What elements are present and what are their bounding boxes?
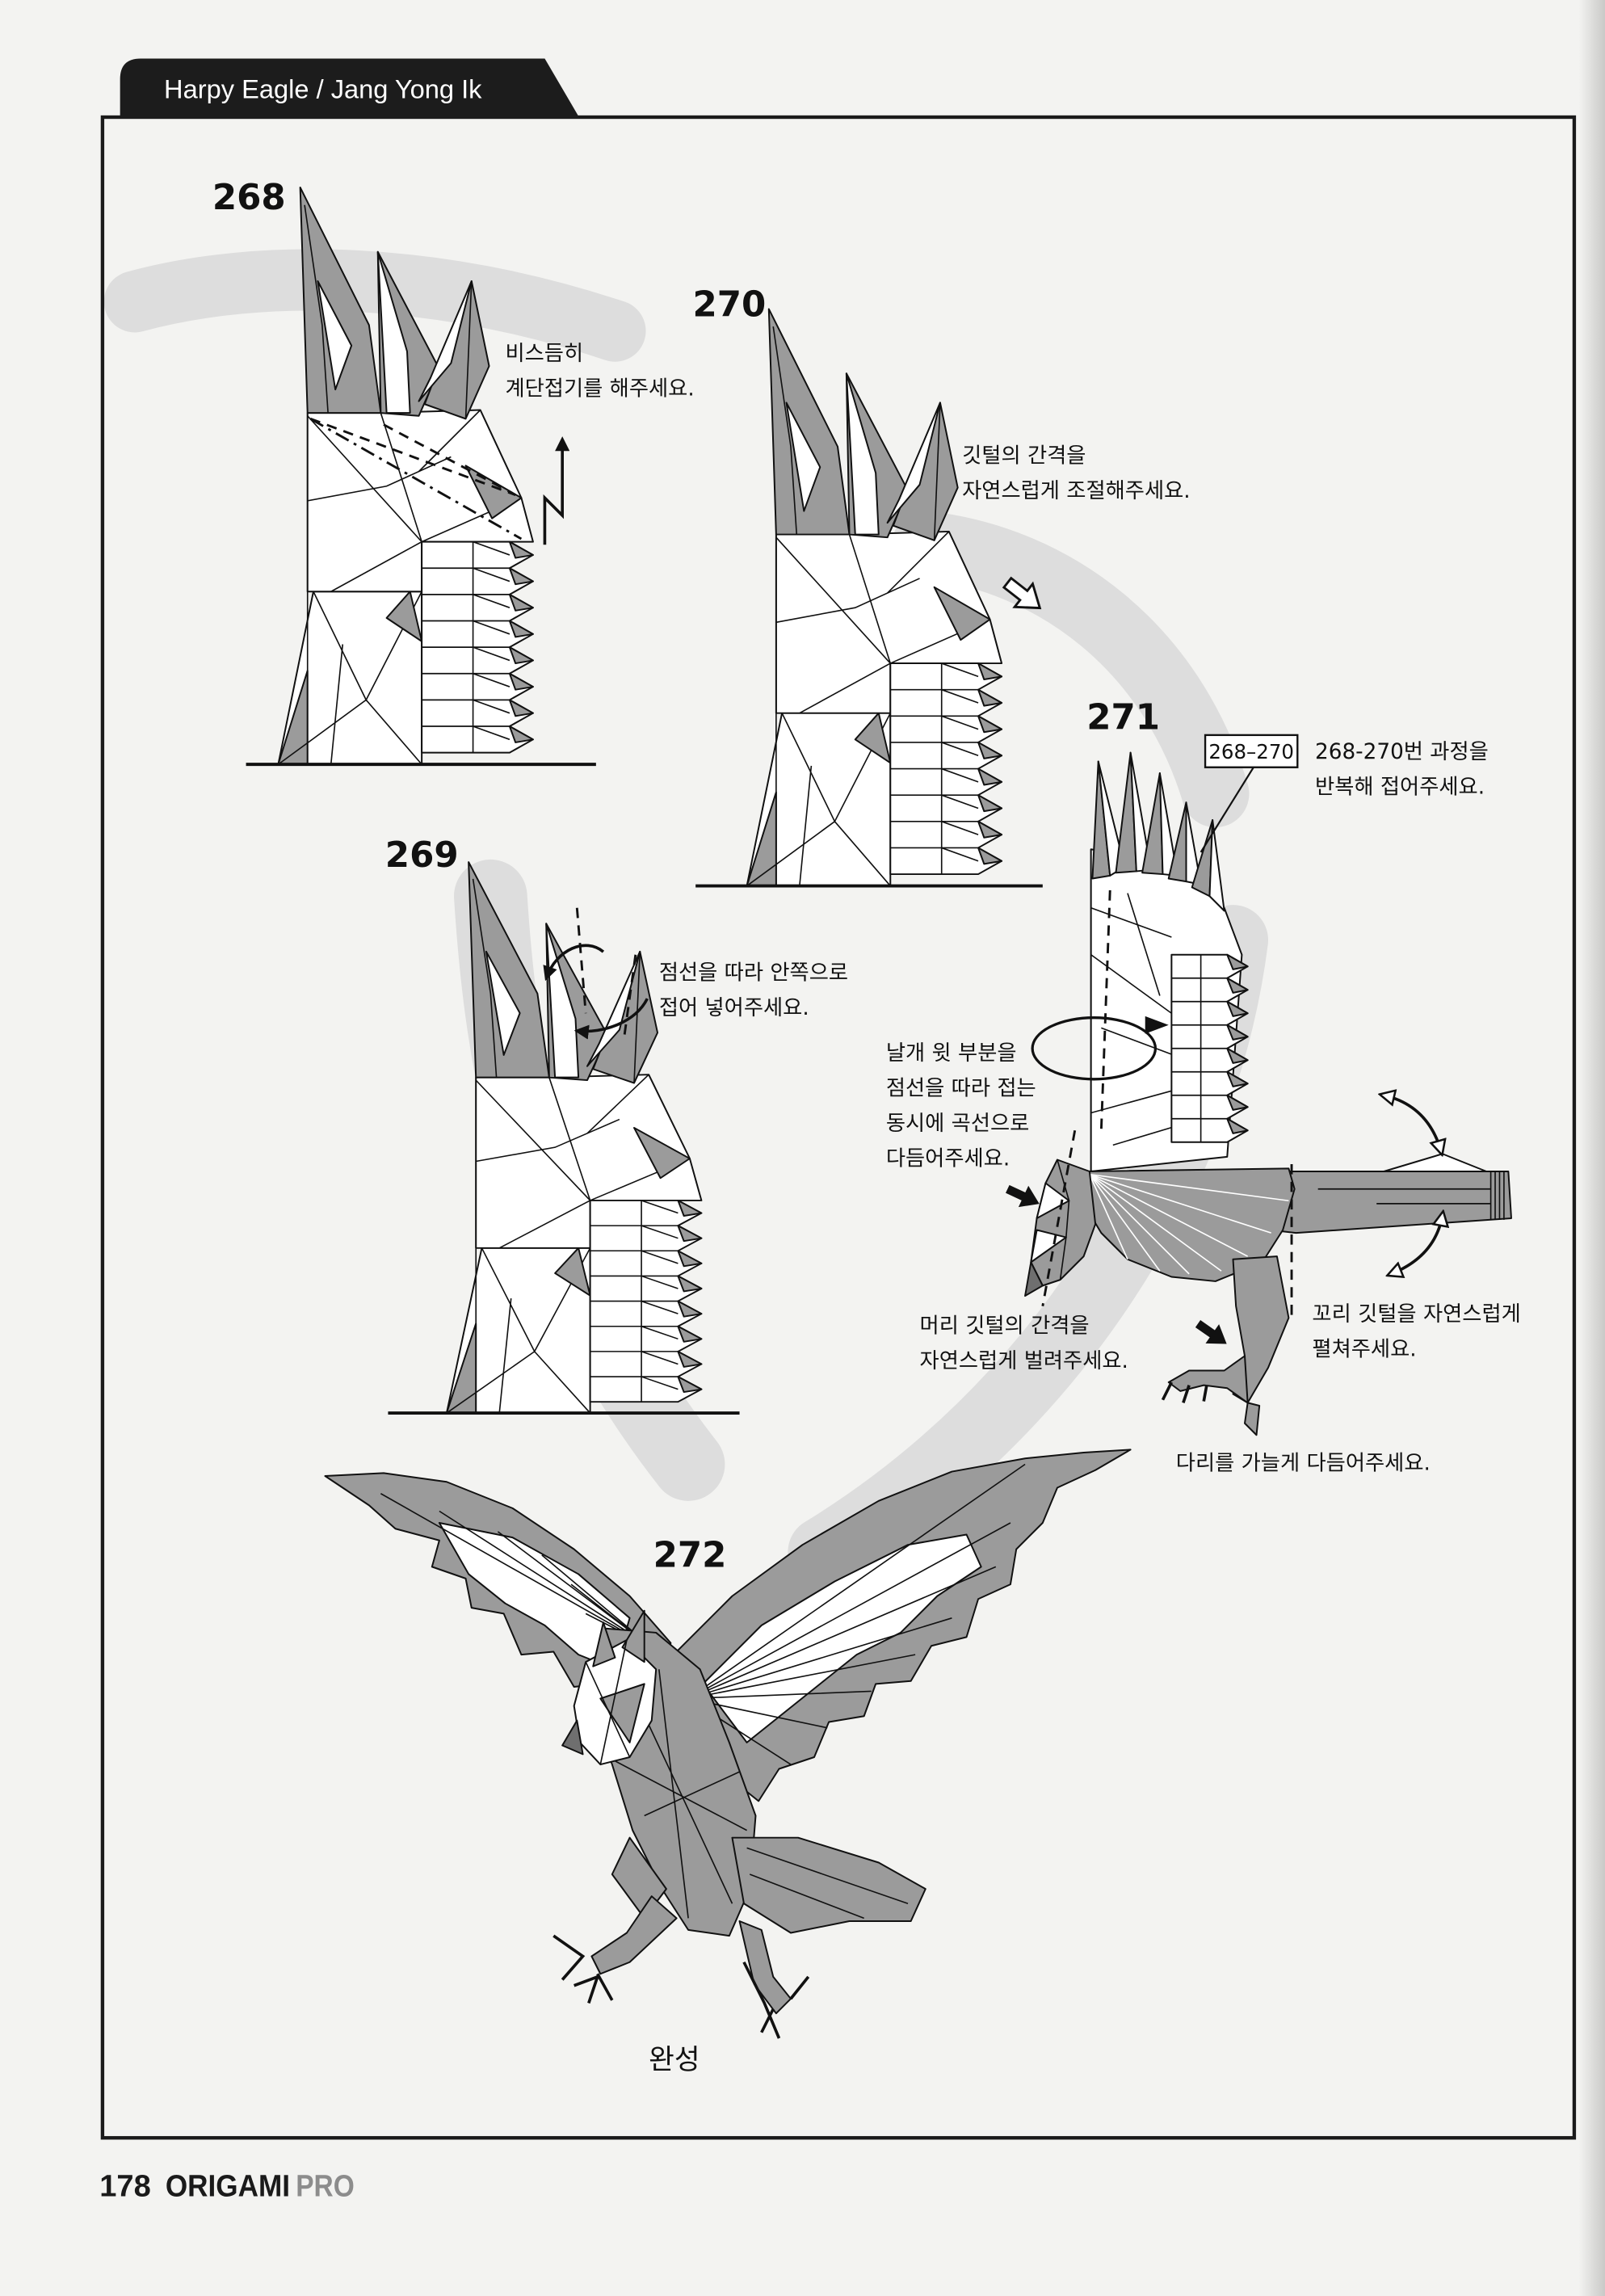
reference-box-label: 268–270 (1208, 740, 1294, 763)
step-270-number: 270 (693, 285, 767, 326)
reference-box (1204, 734, 1299, 768)
step-271-head-note-line-1: 머리 깃털의 간격을 (920, 1314, 1090, 1338)
step-268-note-line-2: 계단접기를 해주세요. (505, 376, 694, 401)
curl-arrowhead-icon (1145, 1016, 1169, 1034)
step-271-wing-note-line-4: 다듬어주세요. (886, 1147, 1010, 1171)
step-268-mountain-fold-line (309, 418, 523, 540)
reference-leader-line (1200, 767, 1254, 853)
step-272-number: 272 (653, 1535, 727, 1575)
brand-suffix: PRO (296, 2170, 355, 2204)
step-271-head-note-line-2: 자연스럽게 벌려주세요. (920, 1349, 1128, 1373)
content-frame (100, 115, 1577, 2140)
inside-fold-arrow-icon (543, 944, 605, 982)
inside-fold-arrow-icon-2 (574, 998, 649, 1040)
step-268-valley-fold-line-2 (383, 423, 516, 496)
step-271-tail-note-line-1: 꼬리 깃털을 자연스럽게 (1312, 1302, 1520, 1327)
completion-caption: 완성 (649, 2044, 700, 2076)
page-edge-shadow (1578, 0, 1605, 2296)
step-271-repeat-note-line-2: 반복해 접어주세요. (1315, 775, 1485, 799)
header-title: Harpy Eagle / Jang Yong Ik (164, 74, 482, 103)
step-269-note-line-1: 점선을 따라 안쪽으로 (659, 961, 848, 986)
pleat-arrow-icon (543, 436, 570, 545)
curl-indicator-icon (1031, 1016, 1158, 1081)
step-271-tail-note-line-2: 펼쳐주세요. (1312, 1337, 1416, 1361)
step-270-note-line-1: 깃털의 간격을 (962, 444, 1086, 469)
page-number: 178 (99, 2170, 150, 2204)
step-268-note-line-1: 비스듬히 (505, 342, 583, 366)
step-271-wing-note-line-1: 날개 윗 부분을 (886, 1041, 1017, 1066)
step-268-number: 268 (212, 178, 286, 218)
step-271-number: 271 (1086, 698, 1160, 738)
step-271-wing-fold-line (1099, 889, 1111, 1131)
step-271-wing-note-line-2: 점선을 따라 접는 (886, 1077, 1036, 1101)
step-271-wing-note-line-3: 동시에 곡선으로 (886, 1112, 1030, 1136)
step-269-fold-line-1 (575, 907, 587, 1014)
spread-arrow-icon-lower (1391, 1215, 1442, 1274)
step-270-note-line-2: 자연스럽게 조절해주세요. (962, 479, 1191, 503)
step-269-number: 269 (385, 835, 459, 876)
spread-arrow-icon-upper (1384, 1095, 1441, 1151)
header-tab (120, 58, 580, 119)
step-269-fold-line-2 (622, 954, 637, 1041)
step-271-model (1024, 751, 1512, 1436)
step-271-head-fold-line (1041, 1129, 1077, 1307)
step-269-note-line-2: 접어 넣어주세요. (659, 996, 809, 1020)
step-271-repeat-note-line-1: 268-270번 과정을 (1315, 740, 1489, 764)
brand-name: ORIGAMI (166, 2170, 290, 2204)
step-272-finished-eagle-model (324, 1449, 1132, 2039)
step-271-legs-note: 다리를 가늘게 다듬어주세요. (1176, 1452, 1431, 1476)
step-268-valley-fold-line (309, 418, 516, 496)
